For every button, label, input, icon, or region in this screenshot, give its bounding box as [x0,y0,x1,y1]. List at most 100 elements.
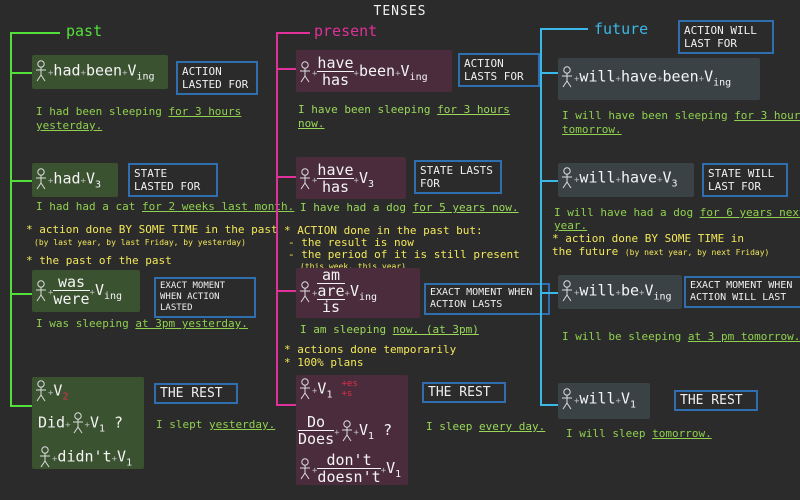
person-icon [35,380,47,402]
aux-does: Does [298,430,335,448]
aux-be: be [620,281,640,300]
verb: V [386,459,396,477]
future-continuous-formula: +will+be+Ving [560,280,672,303]
future-connector [540,72,558,74]
label-state-lasts-for: STATE LASTS FOR [414,160,502,194]
label-exact-moment-lasts: EXACT MOMENT WHEN ACTION LASTS [424,283,550,315]
label-the-rest: THE REST [154,383,238,404]
person-icon [299,280,311,302]
future-continuous-box [558,275,682,309]
future-perfect-formula: +will+have+V3 [560,167,678,190]
future-note-by-some-time: * action done BY SOME TIME in [552,232,745,245]
person-icon [299,457,311,479]
present-note-temporarily: * actions done temporarily [284,343,457,356]
present-connector [276,404,296,406]
aux-has: has [321,178,350,196]
verb-suffix: 1 [368,431,375,442]
person-icon [561,66,573,88]
verb: V [704,67,714,86]
aux-will: will [579,389,616,408]
person-icon [35,279,47,301]
verb-suffix: ing [136,71,155,83]
past-connector [10,32,60,34]
verb-suffix: ing [713,77,732,89]
aux-dont: don't [317,452,381,469]
present-note-period-examples: (this week, this year) [300,262,406,271]
past-simple-formula-question: Did++V1 ? [38,412,124,435]
label-action-lasted-for: ACTION LASTED FOR [176,61,258,95]
future-simple-formula: +will+V1 [560,388,636,411]
past-simple-box [32,377,144,469]
label-state-will-last-for: STATE WILL LAST FOR [702,163,788,197]
verb: V [620,389,630,408]
past-perfect-continuous-box [32,55,168,89]
aux-been: been [662,67,699,86]
person-icon [35,60,47,82]
verb-suffix: 3 [671,178,678,190]
past-continuous-box [32,270,140,312]
example-future-continuous: I will be sleeping at 3 pm tomorrow. [562,330,800,343]
example-future-perfect-continuous: I will have been sleeping for 3 hours [562,109,800,122]
person-icon [299,378,311,400]
example-present-perfect-continuous-line2: now. [298,117,325,130]
future-perfect-box [558,163,694,197]
verb: V [317,379,327,398]
future-heading: future [594,20,649,38]
future-timeline [540,28,542,406]
example-past-simple: I slept yesterday. [156,418,276,431]
verb-suffix: ing [104,291,123,302]
verb-suffix: 1 [326,389,333,401]
person-icon [72,412,84,434]
past-note-by-some-time-examples: (by last year, by last Friday, by yester… [34,238,246,247]
aux-will: will [579,67,616,86]
present-continuous-box [296,268,420,318]
aux-are: are [317,282,345,300]
example-future-perfect: I will have had a dog for 6 years next [554,206,800,219]
person-icon [341,419,353,441]
past-connector [10,405,32,407]
label-action-will-last-for: ACTION WILL LAST FOR [678,20,774,54]
example-present-perfect: I have had a dog for 5 years now. [300,201,519,214]
label-the-rest: THE REST [674,390,758,411]
aux-was: was [53,274,90,291]
past-simple-formula-negative: +didn't+V1 [38,446,132,469]
past-connector [10,293,32,295]
future-simple-box [558,383,650,419]
present-connector [276,176,296,178]
page-title: TENSES [373,4,427,19]
aux-been: been [85,61,123,80]
person-icon [299,60,311,82]
verb: V [400,62,410,80]
ending-es-s: +es+s [341,379,358,399]
example-present-perfect-continuous: I have been sleeping for 3 hours [298,103,510,116]
question-mark: ? [383,421,393,439]
future-connector [540,180,558,182]
verb-suffix: 1 [98,423,105,435]
example-future-perfect-line2: year. [554,219,588,232]
present-note-plans: * 100% plans [284,356,364,369]
example-past-perfect-continuous: I had been sleeping for 3 hours [36,105,242,118]
present-timeline [276,32,278,406]
verb-suffix: 2 [62,391,69,403]
verb-suffix: 1 [395,469,402,480]
verb: V [662,168,672,187]
label-exact-moment-will-last: EXACT MOMENT WHEN ACTION WILL LAST [684,276,800,308]
past-heading: past [66,22,103,40]
aux-is: is [321,298,340,316]
person-icon [39,446,51,468]
aux-been: been [358,62,396,80]
present-note-period: - the period of it is still present [288,248,520,261]
aux-will: will [579,281,616,300]
future-note-the-future: the future (by next year, by next Friday… [552,245,770,258]
aux-were: were [53,290,90,308]
aux-doesnt: doesn't [317,468,381,486]
verb: V [349,282,359,300]
verb-suffix: 1 [630,399,637,411]
example-past-continuous: I was sleeping at 3pm yesterday. [36,317,248,330]
present-simple-formula-affirmative: +V1 +es+s [298,378,358,401]
